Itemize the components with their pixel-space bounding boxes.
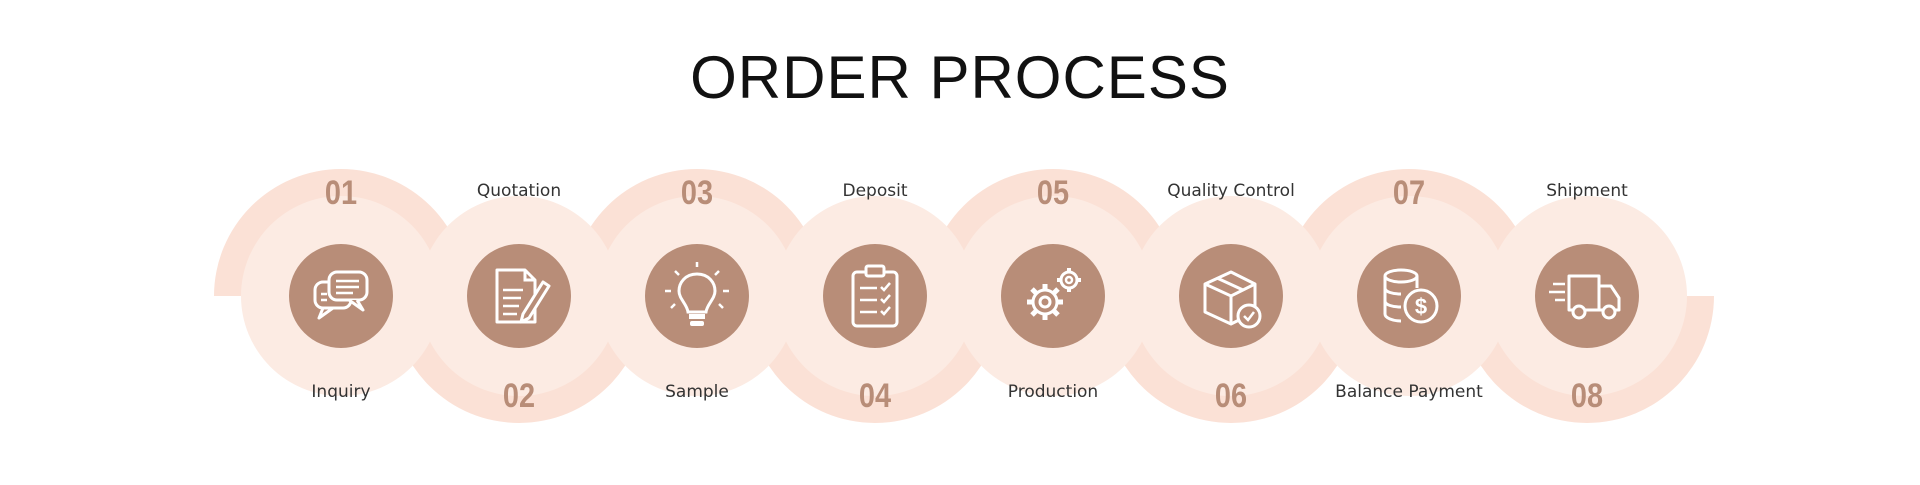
step-circle-06 (1179, 244, 1283, 348)
chat-bubbles-icon (313, 270, 369, 320)
step-number-05: 05 (1036, 174, 1070, 212)
box-check-icon (1203, 270, 1262, 329)
wave-segment-07 (1282, 169, 1536, 296)
wave-segment-01 (214, 169, 468, 296)
step-circle-04 (823, 244, 927, 348)
step-circle-07: $ (1357, 244, 1461, 348)
clipboard-checklist-icon (851, 264, 899, 328)
step-circle-03 (645, 244, 749, 348)
step-label-03: Sample (665, 382, 729, 402)
wave-segment-08 (1460, 296, 1714, 423)
step-number-08: 08 (1570, 377, 1604, 415)
step-number-07: 07 (1392, 174, 1426, 212)
step-label-06: Quality Control (1167, 181, 1295, 201)
wave-segment-04 (748, 296, 1002, 423)
coins-dollar-icon: $ (1383, 268, 1439, 324)
wave-segment-03 (570, 169, 824, 296)
step-circle-05 (1001, 244, 1105, 348)
step-label-04: Deposit (842, 181, 908, 201)
delivery-truck-icon (1549, 274, 1621, 320)
step-label-01: Inquiry (311, 382, 371, 402)
step-circle-01 (289, 244, 393, 348)
wave-segment-02 (392, 296, 646, 423)
page-title: ORDER PROCESS (690, 44, 1230, 111)
step-label-02: Quotation (476, 181, 562, 201)
step-number-06: 06 (1214, 377, 1248, 415)
step-circle-08 (1535, 244, 1639, 348)
lightbulb-icon (665, 262, 729, 326)
step-number-03: 03 (680, 174, 714, 212)
step-label-05: Production (1007, 382, 1099, 402)
step-number-04: 04 (858, 377, 892, 415)
wave-segment-06 (1104, 296, 1358, 423)
step-circle-02 (467, 244, 571, 348)
step-label-07: Balance Payment (1335, 382, 1483, 402)
step-number-02: 02 (502, 377, 536, 415)
svg-text:$: $ (1415, 294, 1427, 319)
gears-icon (1027, 268, 1081, 320)
step-label-08: Shipment (1546, 181, 1628, 201)
wave-segment-05 (926, 169, 1180, 296)
document-pen-icon (495, 268, 551, 324)
step-number-01: 01 (324, 174, 358, 212)
